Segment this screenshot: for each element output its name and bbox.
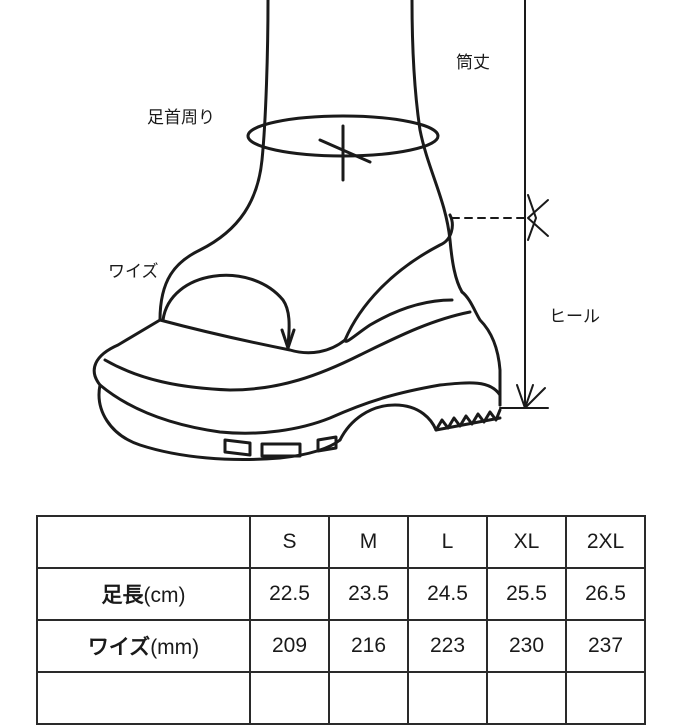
row-label-width: ワイズ(mm) bbox=[36, 619, 251, 673]
table-row-foot-length: 足長(cm) 22.5 23.5 24.5 25.5 26.5 bbox=[36, 567, 646, 621]
table-cell bbox=[328, 671, 409, 725]
table-row-width: ワイズ(mm) 209 216 223 230 237 bbox=[36, 619, 646, 673]
boot-diagram bbox=[92, 0, 549, 461]
size-table: S M L XL 2XL 足長(cm) 22.5 23.5 24.5 25.5 … bbox=[36, 515, 646, 725]
row-label-unit: (mm) bbox=[150, 636, 200, 659]
size-header-cell: L bbox=[407, 515, 488, 569]
width-arrow bbox=[161, 273, 296, 350]
boot-sole bbox=[92, 290, 502, 461]
row-label-text: ワイズ bbox=[87, 636, 151, 659]
table-cell: 25.5 bbox=[486, 567, 567, 621]
size-header-cell: M bbox=[328, 515, 409, 569]
size-header-row: S M L XL 2XL bbox=[36, 515, 646, 569]
table-cell bbox=[486, 671, 567, 725]
row-label-unit: (cm) bbox=[143, 584, 186, 607]
table-cell: 26.5 bbox=[565, 567, 646, 621]
corner-cell bbox=[36, 515, 251, 569]
table-cell: 22.5 bbox=[249, 567, 330, 621]
table-row-partial bbox=[36, 671, 646, 725]
label-heel: ヒール bbox=[549, 307, 600, 327]
table-cell: 24.5 bbox=[407, 567, 488, 621]
size-header-cell: XL bbox=[486, 515, 567, 569]
ankle-marker bbox=[318, 124, 372, 182]
table-cell: 237 bbox=[565, 619, 646, 673]
table-cell bbox=[407, 671, 488, 725]
table-cell: 223 bbox=[407, 619, 488, 673]
table-cell bbox=[565, 671, 646, 725]
size-header-cell: 2XL bbox=[565, 515, 646, 569]
size-header-cell: S bbox=[249, 515, 330, 569]
table-cell: 216 bbox=[328, 619, 409, 673]
measurement-guides bbox=[451, 0, 549, 409]
table-cell bbox=[249, 671, 330, 725]
boot-shaft bbox=[158, 0, 464, 355]
table-cell bbox=[36, 671, 251, 725]
table-cell: 23.5 bbox=[328, 567, 409, 621]
label-width: ワイズ bbox=[108, 262, 159, 282]
table-cell: 209 bbox=[249, 619, 330, 673]
row-label-text: 足長 bbox=[101, 584, 144, 607]
row-label-foot-length: 足長(cm) bbox=[36, 567, 251, 621]
label-shaft-height: 筒丈 bbox=[456, 53, 490, 73]
table-cell: 230 bbox=[486, 619, 567, 673]
label-ankle-circumference: 足首周り bbox=[147, 108, 215, 128]
